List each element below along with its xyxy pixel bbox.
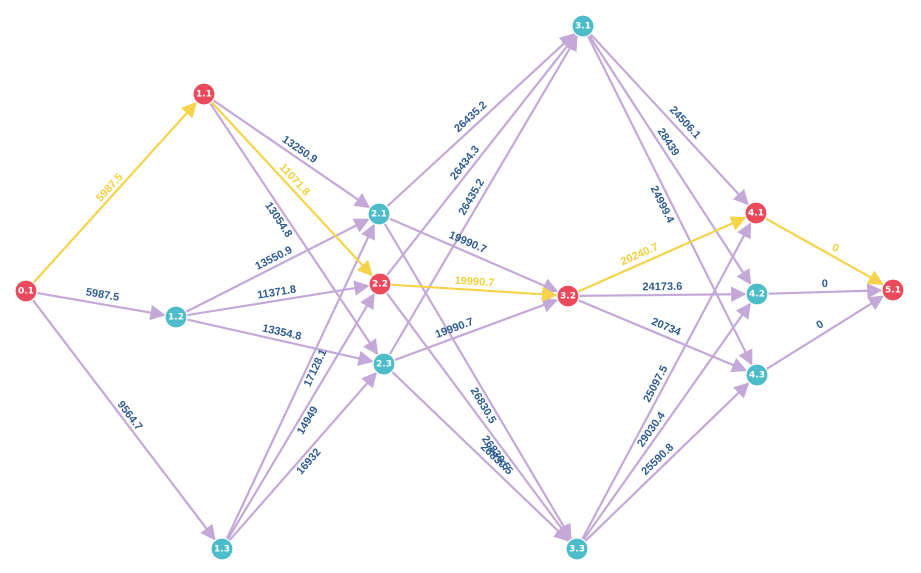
edge-2-3-to-3-2	[393, 297, 559, 362]
edge-2-2-to-3-3	[385, 292, 571, 541]
node-circle-2-2	[368, 272, 392, 296]
edge-label-3-2-to-4-3: 20734	[650, 316, 684, 339]
edge-label-4-3-to-5-1: 0	[814, 318, 826, 331]
node-3-2: 3.2	[556, 284, 580, 308]
node-2-3: 2.3	[372, 352, 396, 376]
node-label-4-1: 4.1	[748, 209, 764, 219]
edge-2-1-to-3-3	[383, 222, 572, 541]
node-label-2-3: 2.3	[376, 360, 392, 370]
edge-2-2-to-3-2	[390, 283, 558, 303]
edge-1-1-to-2-2	[210, 101, 373, 277]
node-label-4-3: 4.3	[749, 371, 765, 381]
edge-1-2-to-2-1	[185, 218, 370, 313]
edge-4-2-to-5-1	[767, 283, 883, 299]
node-circle-1-3	[210, 537, 234, 561]
node-circle-1-1	[192, 82, 216, 106]
node-4-1: 4.1	[744, 201, 768, 225]
edge-1-2-to-2-3	[186, 318, 374, 366]
node-label-2-2: 2.2	[372, 280, 388, 290]
node-circle-4-2	[745, 282, 769, 306]
node-label-1-3: 1.3	[214, 545, 230, 555]
node-label-3-1: 3.1	[575, 22, 591, 32]
node-circle-3-3	[565, 537, 589, 561]
edge-3-3-to-4-3	[584, 382, 750, 543]
edge-3-2-to-4-3	[577, 299, 748, 373]
edge-1-1-to-2-1	[212, 99, 371, 209]
node-label-1-2: 1.2	[168, 313, 184, 323]
edges-layer	[31, 33, 885, 543]
node-1-2: 1.2	[164, 305, 188, 329]
edge-3-3-to-4-1	[581, 222, 752, 540]
node-circle-5-1	[881, 278, 905, 302]
node-label-0-1: 0.1	[18, 287, 34, 297]
node-1-1: 1.1	[192, 82, 216, 106]
edge-label-2-2-to-3-2: 19990.7	[454, 275, 494, 290]
node-label-1-1: 1.1	[196, 90, 212, 100]
edge-1-3-to-2-3	[228, 371, 378, 542]
edge-3-1-to-4-2	[588, 34, 752, 286]
node-4-2: 4.2	[745, 282, 769, 306]
edge-3-2-to-4-2	[578, 286, 747, 302]
node-circle-0-1	[14, 279, 38, 303]
edge-1-3-to-2-2	[226, 292, 375, 541]
node-2-1: 2.1	[367, 202, 391, 226]
node-circle-2-1	[367, 202, 391, 226]
edge-3-3-to-4-2	[582, 302, 751, 541]
edge-4-1-to-5-1	[765, 217, 884, 286]
node-label-3-3: 3.3	[569, 545, 585, 555]
node-circle-3-1	[571, 14, 595, 38]
edge-2-1-to-3-2	[388, 217, 559, 293]
edge-3-2-to-4-1	[577, 216, 747, 293]
node-circle-3-2	[556, 284, 580, 308]
edge-2-3-to-3-3	[391, 370, 570, 542]
edge-label-3-2-to-4-2: 24173.6	[642, 281, 682, 293]
edge-0-1-to-1-3	[31, 299, 216, 541]
edge-label-4-2-to-5-1: 0	[822, 278, 828, 290]
node-1-3: 1.3	[210, 537, 234, 561]
nodes-layer: 0.1 1.1 1.2 1.3 2.1 2.2 2.3 3.1 3.2 3.3 4.1 4.2 4.3 5…	[14, 14, 905, 561]
edge-3-1-to-4-1	[589, 33, 749, 206]
edge-0-1-to-1-2	[36, 291, 166, 321]
edge-0-1-to-1-1	[32, 101, 198, 284]
node-3-1: 3.1	[571, 14, 595, 38]
edge-2-2-to-3-1	[385, 34, 577, 277]
edge-1-1-to-2-3	[209, 102, 379, 356]
node-circle-4-3	[745, 363, 769, 387]
edge-2-3-to-3-1	[388, 34, 578, 356]
edge-1-2-to-2-2	[186, 280, 370, 317]
edge-1-3-to-2-1	[225, 223, 375, 540]
edge-label-4-1-to-5-1: 0	[830, 242, 841, 255]
node-label-3-2: 3.2	[560, 292, 576, 302]
node-5-1: 5.1	[881, 278, 905, 302]
node-0-1: 0.1	[14, 279, 38, 303]
node-circle-2-3	[372, 352, 396, 376]
node-2-2: 2.2	[368, 272, 392, 296]
node-4-3: 4.3	[745, 363, 769, 387]
node-circle-1-2	[164, 305, 188, 329]
node-3-3: 3.3	[565, 537, 589, 561]
edge-2-1-to-3-1	[386, 33, 576, 208]
node-label-4-2: 4.2	[749, 290, 765, 300]
edge-label-0-1-to-1-2: 5987.5	[85, 286, 120, 304]
node-label-5-1: 5.1	[885, 286, 901, 296]
edge-4-3-to-5-1	[765, 295, 885, 371]
node-circle-4-1	[744, 201, 768, 225]
edge-3-1-to-4-3	[586, 35, 753, 366]
node-label-2-1: 2.1	[371, 210, 387, 220]
